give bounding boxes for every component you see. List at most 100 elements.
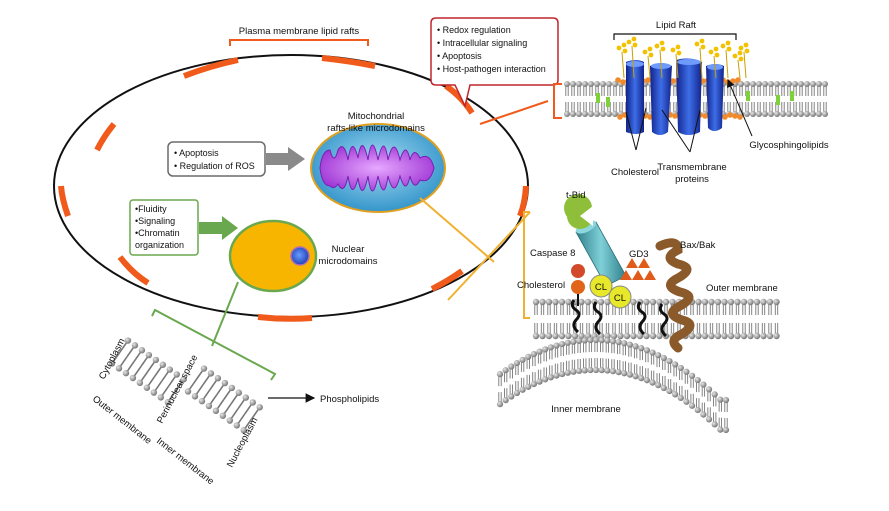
raft-cholesterol bbox=[776, 95, 780, 105]
lipid-head bbox=[626, 371, 634, 378]
glyco-head bbox=[616, 45, 622, 51]
lipid-head bbox=[643, 347, 651, 354]
transmembrane-protein bbox=[676, 58, 702, 135]
lipid-head bbox=[600, 111, 606, 117]
glyco-stalk bbox=[737, 59, 741, 79]
glyco-head bbox=[648, 52, 654, 58]
glyco-head bbox=[632, 42, 638, 48]
lipid-head bbox=[508, 393, 515, 400]
transmembrane-protein bbox=[626, 60, 644, 134]
raft-segment bbox=[257, 314, 313, 322]
lipid-head bbox=[604, 337, 611, 344]
lipid-head bbox=[632, 343, 639, 350]
lipid-head bbox=[717, 396, 724, 403]
lipid-head bbox=[525, 383, 532, 390]
glyco-head bbox=[699, 38, 705, 44]
lipid-head bbox=[750, 81, 756, 87]
lipid-raft-bracket bbox=[613, 33, 737, 40]
glyco-stalk bbox=[713, 55, 717, 79]
nuclear-functions-box: •Fluidity •Signaling •Chromatin organiza… bbox=[129, 199, 238, 256]
raft-lipid-head bbox=[732, 113, 738, 119]
lipid-head bbox=[598, 367, 605, 374]
lipid-head bbox=[157, 394, 165, 401]
lipid-head bbox=[643, 377, 651, 384]
glyco-head bbox=[676, 50, 682, 56]
lipid-head bbox=[256, 404, 263, 411]
lipid-head bbox=[131, 342, 139, 349]
lipid-head bbox=[705, 416, 713, 423]
lipid-head bbox=[136, 379, 144, 387]
lipid-head bbox=[722, 426, 730, 434]
cholesterol-label: Cholesterol bbox=[517, 280, 565, 291]
lipid-head bbox=[207, 370, 215, 377]
lipid-head bbox=[502, 397, 509, 404]
raft-functions-callout: • Redox regulation • Intracellular signa… bbox=[430, 17, 559, 109]
lipid-head bbox=[649, 379, 656, 386]
lipid-head bbox=[547, 344, 554, 351]
glyco-head bbox=[744, 48, 750, 54]
lipid-head bbox=[552, 332, 559, 340]
plasma-raft-label: Plasma membrane lipid rafts bbox=[239, 26, 360, 37]
lipid-head bbox=[780, 81, 786, 87]
lipid-head bbox=[656, 332, 663, 340]
lipid-head bbox=[508, 363, 515, 370]
lipid-head bbox=[638, 345, 645, 352]
lipid-head bbox=[740, 332, 748, 340]
lipid-head bbox=[768, 111, 774, 117]
lipid-head bbox=[623, 332, 631, 340]
lipid-head bbox=[804, 111, 810, 117]
lipid-head bbox=[173, 371, 180, 378]
lipid-head bbox=[600, 81, 606, 87]
raft-lipid-head bbox=[615, 77, 621, 83]
lipid-head bbox=[810, 111, 816, 117]
lipid-head bbox=[180, 376, 187, 383]
lipid-head bbox=[708, 332, 715, 340]
lipid-head bbox=[582, 111, 588, 117]
lipid-head bbox=[695, 298, 702, 306]
raft-cholesterol bbox=[606, 97, 610, 107]
mito-subtitle: rafts-like microdomains bbox=[327, 123, 425, 134]
lipid-head bbox=[184, 388, 192, 395]
green-arrow bbox=[199, 216, 238, 240]
raft-lipid-head bbox=[702, 113, 708, 119]
lipid-head bbox=[649, 332, 657, 340]
lipid-head bbox=[606, 81, 612, 87]
glycosphingolipid-heads bbox=[616, 36, 750, 79]
lipid-head bbox=[753, 332, 761, 340]
lipid-head bbox=[612, 111, 618, 117]
lipid-head bbox=[740, 298, 748, 306]
lipid-head bbox=[636, 332, 644, 340]
lipid-head bbox=[672, 391, 679, 398]
baxbak-label: Bax/Bak bbox=[680, 240, 716, 251]
lipid-head bbox=[666, 387, 673, 395]
lipid-head bbox=[672, 361, 679, 368]
lipid-head bbox=[822, 111, 828, 117]
lipid-head bbox=[536, 348, 543, 355]
lipid-head bbox=[756, 111, 762, 117]
lipid-head bbox=[122, 369, 130, 377]
raft-lipid-head bbox=[735, 77, 741, 83]
plasma-raft-bracket bbox=[229, 39, 369, 46]
glyco-head bbox=[732, 53, 738, 59]
lipid-head bbox=[626, 341, 634, 348]
glyco-head bbox=[714, 52, 720, 58]
lipid-head bbox=[630, 332, 637, 340]
raft-segment bbox=[321, 55, 376, 69]
lipid-head bbox=[519, 356, 526, 363]
nuc-inner-membrane-label: Inner membrane bbox=[154, 436, 216, 488]
lipid-head bbox=[738, 81, 744, 87]
lipid-head bbox=[792, 111, 798, 117]
raft-cholesterol bbox=[790, 91, 794, 101]
lipid-head bbox=[798, 111, 804, 117]
lipid-head bbox=[727, 332, 735, 340]
glyco-head bbox=[700, 44, 706, 50]
membrane-squiggles bbox=[570, 299, 669, 338]
lipid-head bbox=[649, 298, 657, 306]
nucleus: Nuclear microdomains bbox=[228, 219, 378, 293]
mito-cristae bbox=[319, 144, 435, 192]
raft-pointers bbox=[625, 79, 753, 153]
nuclear-zoom-connector bbox=[211, 281, 239, 347]
lipid-head bbox=[689, 372, 696, 379]
glyco-head bbox=[737, 50, 743, 56]
lipid-head bbox=[552, 298, 559, 306]
